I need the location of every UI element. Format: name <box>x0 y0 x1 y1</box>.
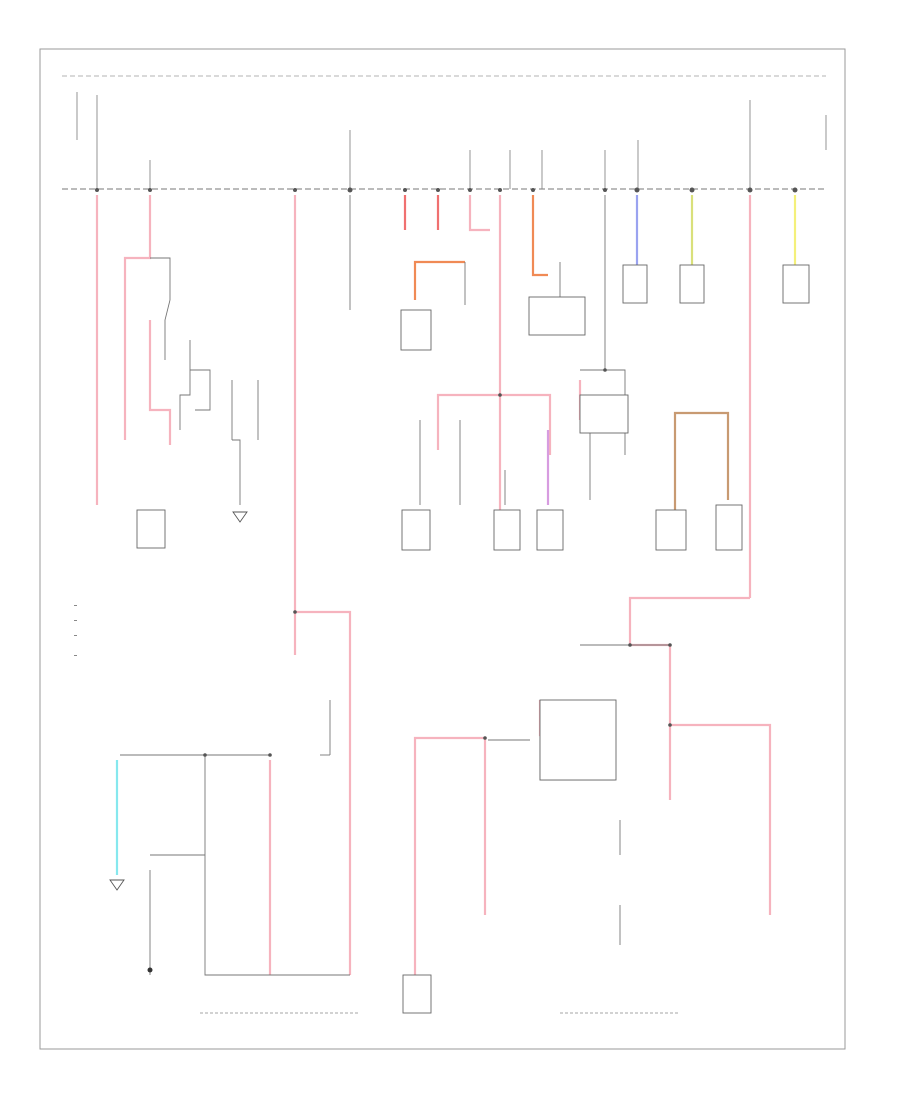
splice-dot <box>147 967 153 973</box>
module-box <box>679 264 705 304</box>
module-box <box>715 504 743 551</box>
black-wires <box>120 195 670 976</box>
red-wires <box>403 195 440 230</box>
pink-wires <box>95 195 772 975</box>
module-box <box>136 509 166 549</box>
brown-wire <box>673 411 730 510</box>
diagram-frame <box>39 48 846 1050</box>
module-box <box>622 264 648 304</box>
module-box <box>401 509 431 551</box>
module-box <box>782 264 810 304</box>
orange-wires <box>413 195 548 300</box>
module-box <box>539 699 617 781</box>
ground-icon <box>109 511 248 891</box>
module-box <box>528 296 586 336</box>
module-box <box>493 509 521 551</box>
junction-dots <box>203 368 672 757</box>
module-box <box>536 509 564 551</box>
fuse-box-terminals <box>95 187 798 193</box>
component-boxes <box>136 264 810 1014</box>
module-box <box>579 394 629 434</box>
fuse-stubs <box>76 92 827 189</box>
module-box <box>400 309 432 351</box>
legend <box>74 605 77 656</box>
module-box <box>655 509 687 551</box>
module-box <box>402 974 432 1014</box>
